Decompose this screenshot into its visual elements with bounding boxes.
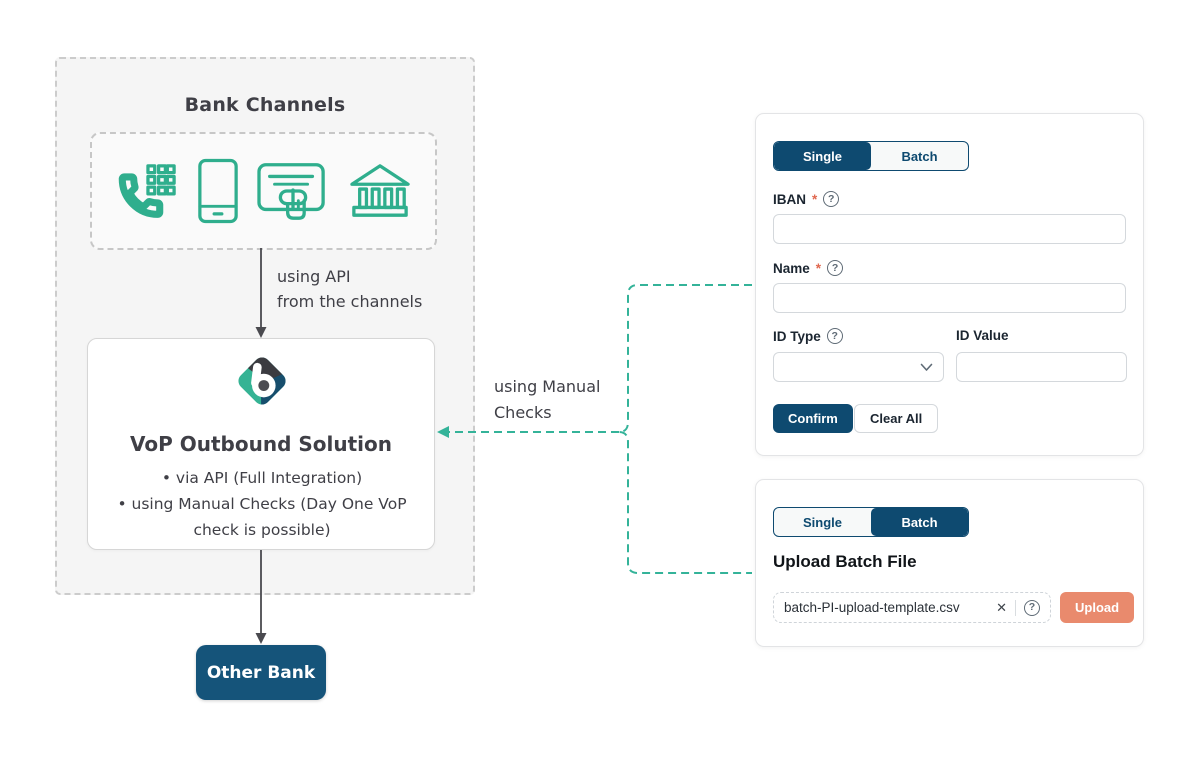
batch-file-name: batch-PI-upload-template.csv xyxy=(784,600,960,615)
manual-checks-line1: using Manual xyxy=(494,377,601,396)
manual-checks-line2: Checks xyxy=(494,403,552,422)
required-marker: * xyxy=(815,260,822,276)
name-label-row: Name * ? xyxy=(773,260,844,276)
bank-building-icon xyxy=(349,164,410,217)
tab-batch[interactable]: Batch xyxy=(871,508,968,536)
iban-label-row: IBAN * ? xyxy=(773,191,840,207)
batch-upload-panel: Single Batch Upload Batch File batch-PI-… xyxy=(755,479,1144,647)
vop-outbound-box: VoP Outbound Solution via API (Full Inte… xyxy=(87,338,435,550)
tab-single[interactable]: Single xyxy=(802,514,842,530)
iban-label: IBAN xyxy=(773,191,806,207)
confirm-button[interactable]: Confirm xyxy=(773,404,853,433)
batch-file-field[interactable]: batch-PI-upload-template.csv ✕ ? xyxy=(773,592,1051,623)
upload-batch-heading: Upload Batch File xyxy=(773,552,917,571)
id-type-help-icon[interactable]: ? xyxy=(826,328,843,344)
tab-single[interactable]: Single xyxy=(774,142,871,170)
iban-help-icon[interactable]: ? xyxy=(823,191,840,207)
bank-channels-title: Bank Channels xyxy=(184,94,346,116)
upload-button[interactable]: Upload xyxy=(1060,592,1135,623)
using-api-line2: from the channels xyxy=(277,292,423,311)
smartphone-icon xyxy=(198,158,238,224)
other-bank-label: Other Bank xyxy=(206,662,316,683)
channel-icons-box xyxy=(90,132,437,250)
using-api-line1: using API xyxy=(277,267,351,286)
file-help-icon[interactable]: ? xyxy=(1024,599,1040,616)
card-payment-icon xyxy=(257,163,325,220)
id-value-input[interactable] xyxy=(956,352,1127,382)
iban-input[interactable] xyxy=(773,214,1126,244)
vop-bullet: using Manual Checks (Day One VoP check i… xyxy=(97,491,427,543)
vop-bullet: via API (Full Integration) xyxy=(97,465,427,491)
divider xyxy=(1015,599,1016,616)
tab-batch[interactable]: Batch xyxy=(901,148,938,164)
single-check-panel: Single Batch IBAN * ? Name * ? ID Type ?… xyxy=(755,113,1144,456)
vop-bullet-list: via API (Full Integration) using Manual … xyxy=(97,465,427,543)
other-bank-node: Other Bank xyxy=(196,645,326,700)
name-label: Name xyxy=(773,260,810,276)
required-marker: * xyxy=(812,191,818,207)
id-value-label-row: ID Value xyxy=(956,328,1009,343)
id-type-label-row: ID Type ? xyxy=(773,328,843,344)
vop-logo-icon xyxy=(235,354,289,408)
single-panel-tab-group: Single Batch xyxy=(773,141,969,171)
batch-panel-tab-group: Single Batch xyxy=(773,507,969,537)
clear-all-button[interactable]: Clear All xyxy=(854,404,939,433)
id-type-label: ID Type xyxy=(773,328,821,344)
vop-title: VoP Outbound Solution xyxy=(130,432,392,456)
name-input[interactable] xyxy=(773,283,1126,313)
phone-keypad-icon xyxy=(119,164,177,218)
id-value-label: ID Value xyxy=(956,328,1009,343)
name-help-icon[interactable]: ? xyxy=(827,260,844,276)
clear-file-icon[interactable]: ✕ xyxy=(996,599,1007,615)
id-type-select[interactable] xyxy=(773,352,944,382)
chevron-down-icon xyxy=(920,363,933,371)
using-api-label: using API from the channels xyxy=(277,264,422,314)
using-manual-checks-label: using Manual Checks xyxy=(494,374,600,426)
